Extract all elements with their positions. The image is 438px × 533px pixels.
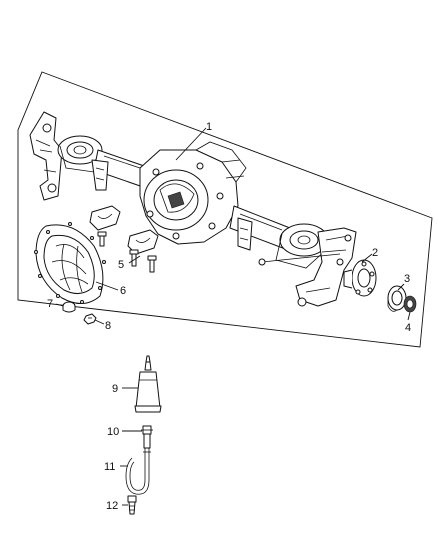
callout-7: 7 xyxy=(47,298,53,310)
callout-12: 12 xyxy=(106,500,118,512)
callout-6: 6 xyxy=(120,285,126,297)
axle-housing-assembly xyxy=(29,111,357,307)
callout-3: 3 xyxy=(404,273,410,285)
callout-4: 4 xyxy=(405,322,411,334)
vent-fitting xyxy=(141,425,153,449)
callout-1: 1 xyxy=(206,121,212,133)
callout-9: 9 xyxy=(112,383,118,395)
callout-2: 2 xyxy=(372,247,378,259)
callout-11: 11 xyxy=(104,461,115,473)
leader-lines xyxy=(55,127,411,506)
differential-cover xyxy=(34,222,106,304)
callout-10: 10 xyxy=(107,426,119,438)
callout-5: 5 xyxy=(118,259,124,271)
axle-bearing xyxy=(403,295,417,313)
assembly-frame xyxy=(17,71,433,348)
callout-8: 8 xyxy=(105,320,111,332)
axle-seal-ring xyxy=(387,285,407,312)
cover-bolt xyxy=(83,313,97,325)
fill-plug xyxy=(62,301,76,313)
sealant-tube xyxy=(134,355,162,413)
vent-hose xyxy=(125,448,151,495)
vent-connector xyxy=(127,495,137,515)
bearing-cap-and-bolts xyxy=(89,205,159,273)
wheel-hub-flange xyxy=(343,259,377,297)
